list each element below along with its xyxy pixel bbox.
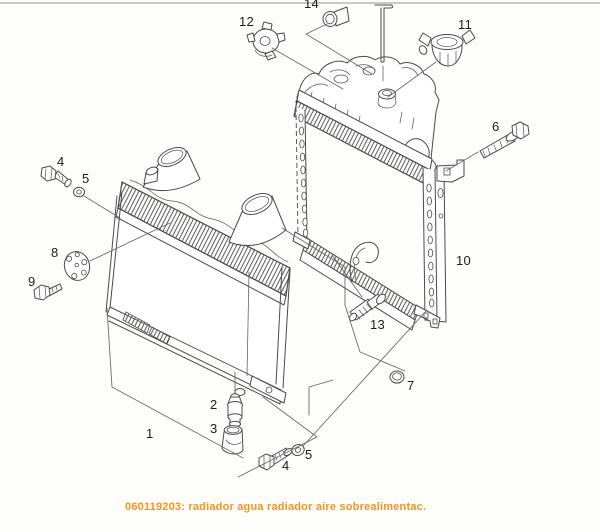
part-10-water-radiator <box>292 55 465 331</box>
left-channel-holes <box>298 113 309 238</box>
callout-4-bottom-label: 4 <box>282 458 290 473</box>
callout-7-label: 7 <box>407 378 415 393</box>
part-14-bushing <box>322 6 350 27</box>
part-9-bolt <box>33 283 63 301</box>
callout-14-label: 14 <box>304 0 320 11</box>
callout-8-label: 8 <box>51 245 59 260</box>
breather-rod <box>374 4 393 82</box>
part-5-washer-top <box>73 186 85 198</box>
callout-13-label: 13 <box>370 317 386 332</box>
callout-1-label: 1 <box>146 426 154 441</box>
figure-caption: 060119203: radiador agua radiador aire s… <box>125 501 427 513</box>
part-6-bolt <box>479 121 530 159</box>
part-5-washer-bottom <box>291 443 305 457</box>
callout-10-label: 10 <box>456 253 472 268</box>
part-1-intercooler <box>105 146 291 405</box>
intercooler-hose-stub-right <box>228 193 287 247</box>
callout-11-label: 11 <box>458 17 473 32</box>
callout-5-top-label: 5 <box>82 171 90 186</box>
part-2-plug <box>227 393 243 428</box>
callout-4-top-label: 4 <box>57 154 65 169</box>
callout-2-label: 2 <box>210 397 218 412</box>
right-channel-holes <box>426 183 444 308</box>
callout-6-label: 6 <box>492 119 500 134</box>
part-12-knob-cap <box>246 21 286 61</box>
part-7-plug <box>389 370 405 384</box>
callout-9-label: 9 <box>28 274 36 289</box>
part-4-bolt-top <box>40 165 72 188</box>
part-3-elbow-hose <box>221 425 244 455</box>
callout-3-label: 3 <box>210 421 218 436</box>
leader-lines <box>83 23 479 478</box>
part-11-radiator-cap <box>418 29 476 67</box>
part-13-drain-valve <box>348 293 386 322</box>
part-4-bolt-bottom <box>258 447 293 471</box>
callout-12-label: 12 <box>239 14 255 29</box>
part-8-flange-disc <box>63 251 91 281</box>
callout-5-bottom-label: 5 <box>305 447 313 462</box>
top-divider-rule <box>0 2 600 4</box>
